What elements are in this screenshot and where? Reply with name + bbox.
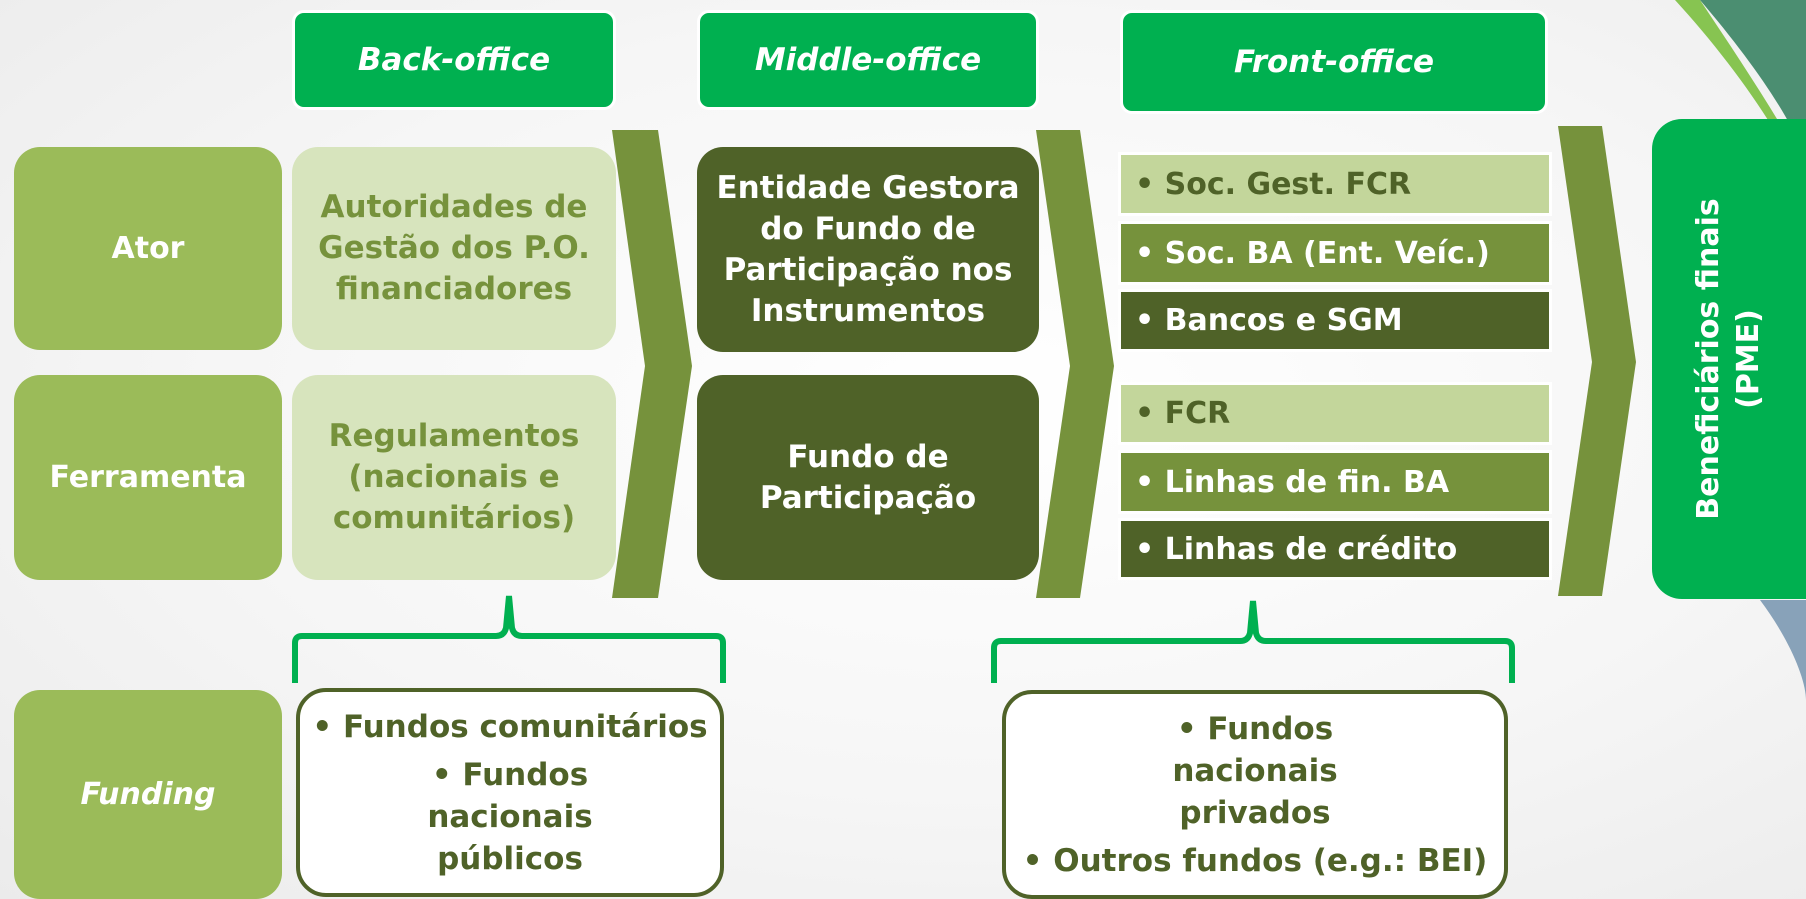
- header-front-office: Front-office: [1120, 10, 1548, 114]
- back-office-ferramenta-box: Regulamentos (nacionais e comunitários): [292, 375, 616, 580]
- back-office-ator-text: Autoridades de Gestão dos P.O. financiad…: [318, 189, 590, 307]
- chevron-arrow-3: [1558, 126, 1636, 596]
- middle-office-ator-box: Entidade Gestora do Fundo de Participaçã…: [697, 147, 1039, 352]
- middle-office-ator-text: Entidade Gestora do Fundo de Participaçã…: [716, 169, 1020, 329]
- funding-right-box: • Fundos nacionais privados • Outros fun…: [1002, 690, 1508, 899]
- funding-left-item: • Fundos comunitários: [312, 708, 708, 745]
- row-label-funding-text: Funding: [80, 777, 216, 812]
- row-label-ator: Ator: [14, 147, 282, 350]
- funding-right-item: • Fundos nacionais privados: [1172, 710, 1338, 831]
- chevron-arrow-1: [612, 130, 692, 598]
- beneficiaries-line2: (PME): [1731, 309, 1766, 409]
- header-front-office-label: Front-office: [1233, 44, 1435, 80]
- front-office-ferramenta-item-text: • Linhas de crédito: [1135, 531, 1458, 567]
- middle-office-ferramenta-box: Fundo de Participação: [697, 375, 1039, 580]
- middle-office-ferramenta-text: Fundo de Participação: [759, 438, 977, 516]
- front-office-ferramenta-item-text: • FCR: [1135, 396, 1231, 431]
- front-office-ator-item-text: • Soc. BA (Ent. Veíc.): [1135, 235, 1490, 271]
- header-back-office: Back-office: [292, 10, 616, 110]
- row-label-ferramenta-text: Ferramenta: [49, 460, 247, 495]
- front-office-ator-item: • Bancos e SGM: [1118, 289, 1552, 352]
- funding-left-item: • Fundos nacionais públicos: [427, 756, 593, 877]
- front-office-ator-item: • Soc. Gest. FCR: [1118, 152, 1552, 216]
- front-office-ferramenta-item: • FCR: [1118, 382, 1552, 445]
- beneficiaries-box: [1652, 119, 1806, 599]
- front-office-ferramenta-item: • Linhas de crédito: [1118, 518, 1552, 580]
- back-office-ferramenta-text: Regulamentos (nacionais e comunitários): [328, 418, 580, 536]
- front-office-ator-item-text: • Bancos e SGM: [1135, 303, 1403, 338]
- front-office-ator-item-text: • Soc. Gest. FCR: [1135, 166, 1412, 202]
- header-middle-office-label: Middle-office: [754, 42, 982, 78]
- row-label-funding: Funding: [14, 690, 282, 899]
- header-middle-office: Middle-office: [697, 10, 1039, 110]
- header-back-office-label: Back-office: [357, 42, 551, 78]
- front-office-ator-item: • Soc. BA (Ent. Veíc.): [1118, 221, 1552, 285]
- front-office-ferramenta-item: • Linhas de fin. BA: [1118, 450, 1552, 514]
- beneficiaries-label: Beneficiários finais (PME): [1689, 198, 1769, 519]
- funding-left-box: • Fundos comunitários • Fundos nacionais…: [296, 688, 724, 897]
- back-office-ator-box: Autoridades de Gestão dos P.O. financiad…: [292, 147, 616, 350]
- beneficiaries-line1: Beneficiários finais: [1691, 198, 1726, 520]
- front-office-ferramenta-item-text: • Linhas de fin. BA: [1135, 464, 1450, 500]
- chevron-arrow-2: [1036, 130, 1114, 598]
- row-label-ferramenta: Ferramenta: [14, 375, 282, 580]
- row-label-ator-text: Ator: [111, 231, 185, 266]
- funding-right-item: • Outros fundos (e.g.: BEI): [1022, 842, 1488, 879]
